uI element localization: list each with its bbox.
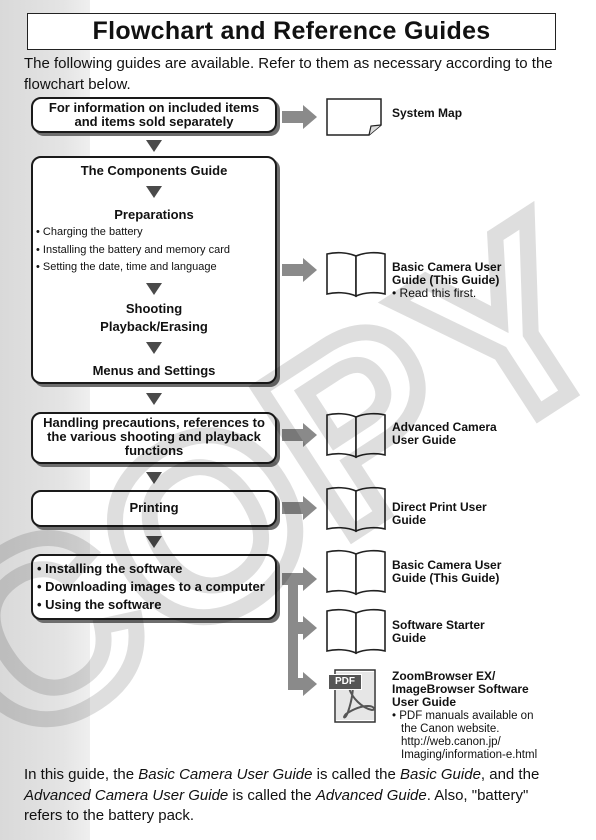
- down-arrow: [146, 186, 162, 198]
- right-arrow: [288, 616, 317, 640]
- right-arrow: [282, 423, 317, 447]
- pdf-document-icon: PDF: [328, 668, 380, 726]
- down-arrow: [146, 536, 162, 548]
- list-item: • Setting the date, time and language: [36, 261, 217, 273]
- down-arrow: [146, 140, 162, 152]
- document-page-icon: [326, 98, 382, 136]
- guide-note-zoombrowser: • PDF manuals available on the Canon web…: [392, 710, 538, 761]
- down-arrow: [146, 283, 162, 295]
- down-arrow: [146, 393, 162, 405]
- book-icon: [326, 486, 386, 533]
- down-arrow: [146, 472, 162, 484]
- flow-box-software: • Installing the software • Downloading …: [31, 554, 277, 620]
- guide-label-software-starter: Software Starter Guide: [392, 618, 485, 645]
- flow-box-printing-text: Printing: [129, 500, 179, 515]
- flow-box-handling-precautions: Handling precautions, references to the …: [31, 412, 277, 464]
- preparations-heading: Preparations: [114, 207, 194, 222]
- shooting-heading: Shooting: [125, 301, 183, 316]
- guide-label-zoombrowser: ZoomBrowser EX/ ImageBrowser Software Us…: [392, 669, 529, 709]
- right-arrow: [282, 105, 317, 129]
- list-item: • Downloading images to a computer: [37, 579, 265, 594]
- book-icon: [326, 549, 386, 596]
- guide-label-basic: Basic Camera User Guide (This Guide): [392, 260, 502, 287]
- list-item: • Using the software: [37, 597, 162, 612]
- book-icon: [326, 251, 386, 298]
- pdf-badge: PDF: [328, 674, 362, 690]
- down-arrow: [146, 342, 162, 354]
- components-guide-heading: The Components Guide: [80, 163, 228, 178]
- guide-label-advanced: Advanced Camera User Guide: [392, 420, 497, 447]
- right-arrow: [282, 258, 317, 282]
- outro-paragraph: In this guide, the Basic Camera User Gui…: [24, 766, 540, 824]
- list-item: • Charging the battery: [36, 226, 143, 238]
- flow-box-printing: Printing: [31, 490, 277, 527]
- flow-box-included-items-text: For information on included items and it…: [48, 100, 260, 129]
- flow-box-handling-text: Handling precautions, references to the …: [43, 415, 265, 458]
- flow-box-components-guide: The Components Guide Preparations • Char…: [31, 156, 277, 384]
- guide-note-basic: • Read this first.: [392, 286, 477, 300]
- right-arrow: [288, 672, 317, 696]
- flow-box-included-items: For information on included items and it…: [31, 97, 277, 133]
- intro-paragraph: The following guides are available. Refe…: [24, 55, 553, 93]
- right-arrow: [282, 496, 317, 520]
- list-item: • Installing the battery and memory card: [36, 243, 231, 256]
- guide-label-direct-print: Direct Print User Guide: [392, 500, 487, 527]
- book-icon: [326, 412, 386, 459]
- page-title: Flowchart and Reference Guides: [27, 13, 556, 50]
- guide-label-basic-software: Basic Camera User Guide (This Guide): [392, 558, 502, 585]
- guide-label-system-map: System Map: [392, 106, 463, 120]
- list-item: • Installing the software: [37, 561, 183, 576]
- menus-heading: Menus and Settings: [92, 363, 216, 378]
- preparations-list: • Charging the battery • Installing the …: [36, 224, 230, 277]
- book-icon: [326, 608, 386, 655]
- playback-heading: Playback/Erasing: [100, 319, 208, 334]
